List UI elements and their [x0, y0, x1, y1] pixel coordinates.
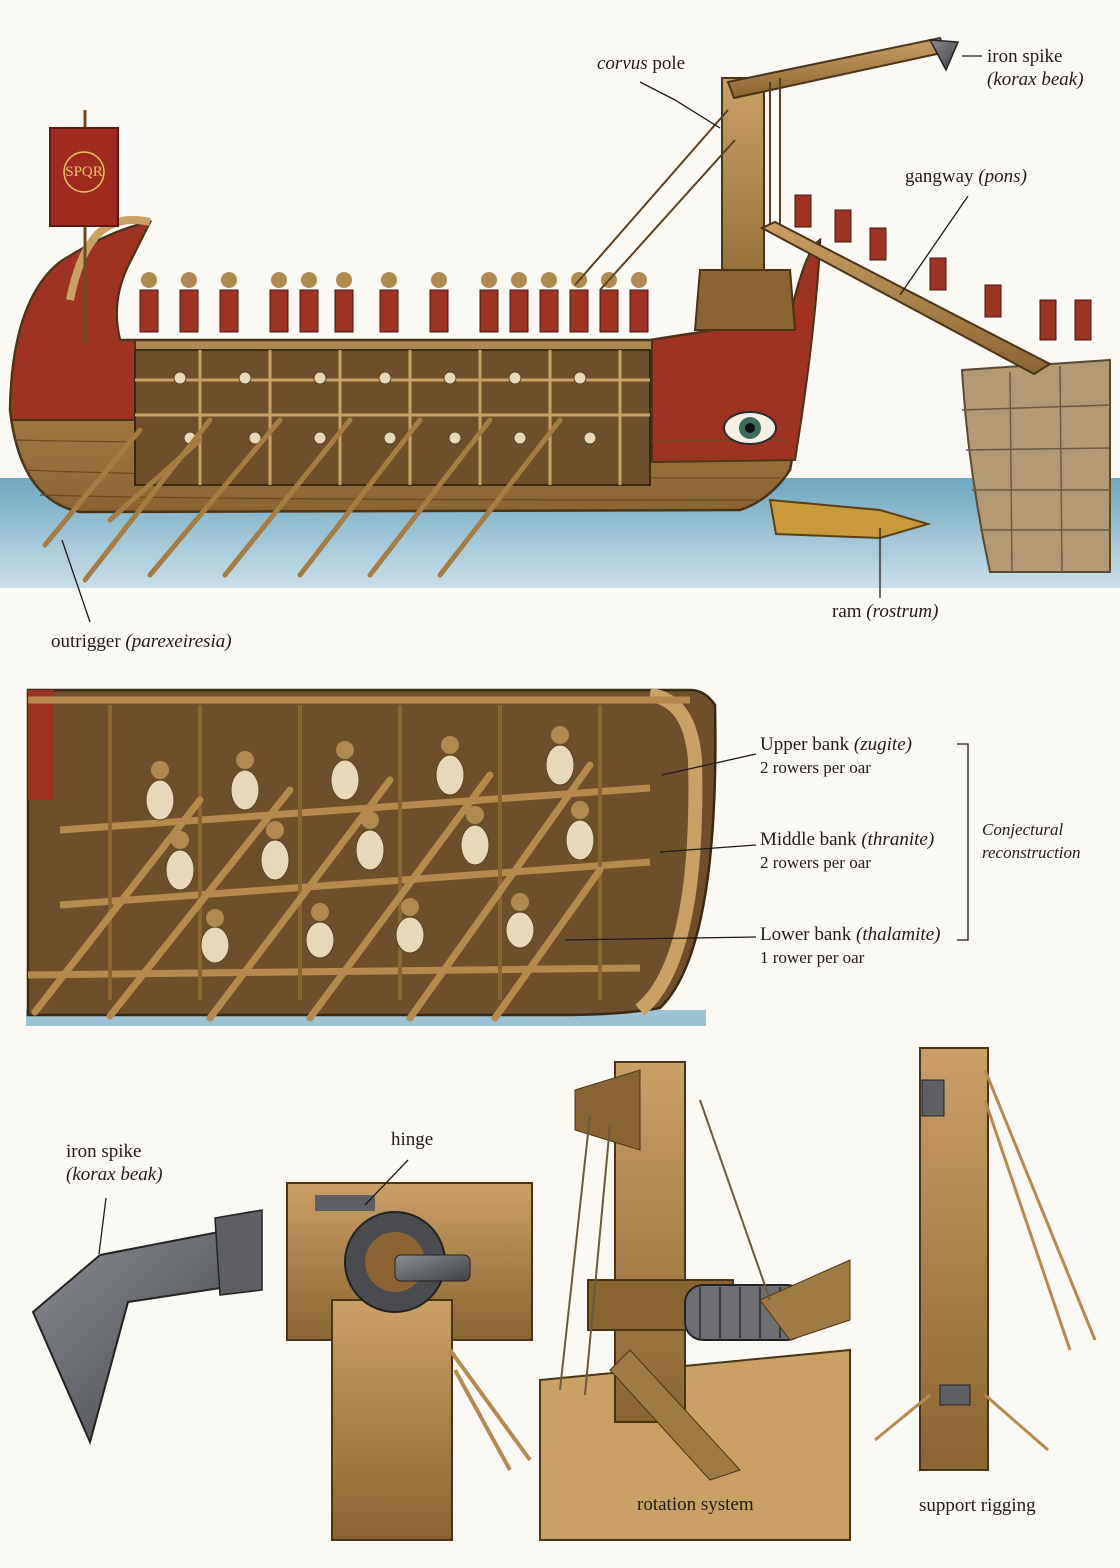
corvus-tower: [574, 36, 960, 331]
leader-lines-top: [61, 55, 982, 623]
rowing-gallery: [134, 349, 651, 486]
label-lower-bank: Lower bank (thalamite)1 rower per oar: [760, 924, 941, 967]
enemy-ship: [960, 358, 1111, 573]
banner-text: SPQR: [65, 164, 103, 180]
stern-ornament: [66, 216, 151, 301]
hull-red-bow: [651, 238, 822, 464]
hull-eye: [723, 411, 777, 445]
marines-on-deck: [139, 272, 649, 333]
spqr-banner: [49, 127, 119, 227]
oars: [42, 417, 563, 583]
section-oars: [31, 761, 604, 1022]
leader-lines-bottom: [98, 1159, 409, 1255]
leader-lines-middle: [564, 743, 969, 941]
label-middle-bank: Middle bank (thranite)2 rowers per oar: [760, 829, 935, 872]
label-outrigger: outrigger (parexeiresia): [51, 631, 232, 652]
detail-iron-spike: [31, 1209, 263, 1445]
label-corvus-pole: corvus pole: [597, 53, 686, 74]
gangway: [759, 220, 1053, 376]
label-gangway: gangway (pons): [905, 166, 1027, 187]
label-upper-bank: Upper bank (zugite)2 rowers per oar: [760, 734, 912, 777]
label-support-rigging: support rigging: [919, 1495, 1036, 1516]
detail-hinge: [286, 1182, 533, 1541]
oarsmen: [145, 744, 595, 964]
ship-scene: SPQR: [0, 36, 1120, 588]
ram: [768, 498, 932, 540]
rowing-cross-section: [26, 688, 717, 1026]
label-hinge: hinge: [391, 1129, 434, 1150]
detail-rotation: [539, 1061, 851, 1541]
rowers: [173, 371, 597, 445]
label-ram: ram (rostrum): [832, 601, 939, 622]
boarding-marines: [794, 194, 1092, 341]
label-detail-spike: iron spike(korax beak): [66, 1141, 163, 1185]
detail-support-rigging: [874, 1047, 1097, 1471]
bracket: [957, 743, 969, 941]
hull-red-stern: [8, 220, 152, 421]
label-iron-spike: iron spike(korax beak): [987, 46, 1084, 90]
label-rotation-system: rotation system: [637, 1494, 754, 1515]
